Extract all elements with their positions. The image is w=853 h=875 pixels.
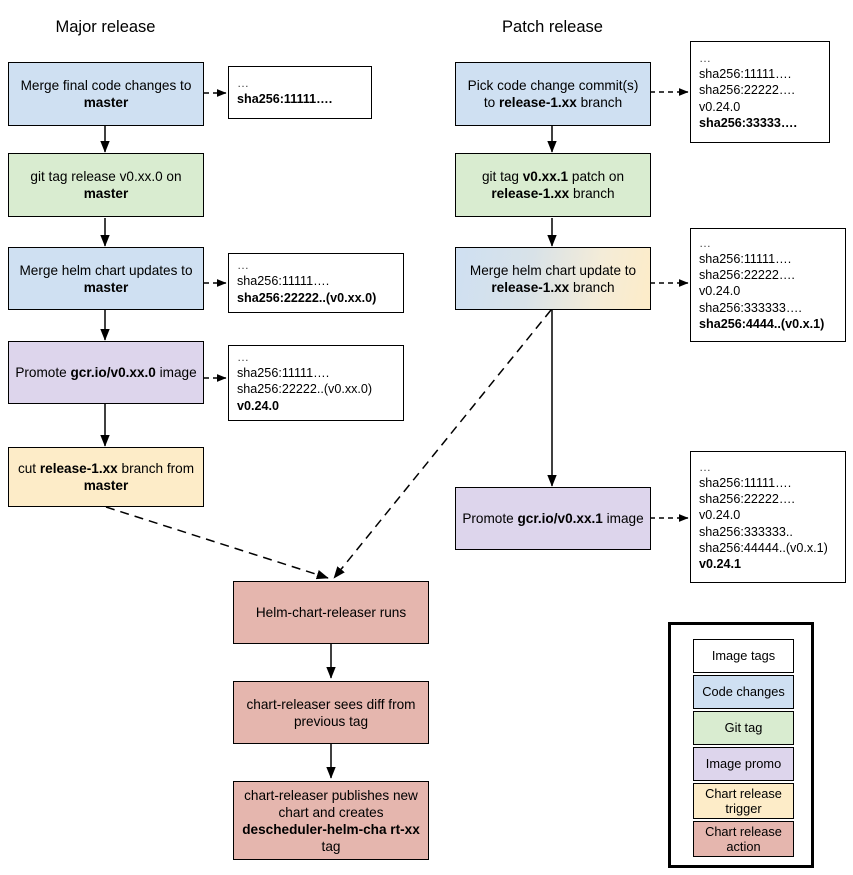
note-line: sha256:22222…. [699,83,795,98]
note-line: sha256:22222..(v0.xx.0) [237,290,377,305]
edge-cut-branch-to-releaser [105,506,329,580]
legend-label: Chart release trigger [705,785,782,817]
legend-item-git-tag: Git tag [693,711,794,745]
legend-label: Image tags [711,648,776,664]
note-line: v0.24.0 [699,284,741,299]
legend-item-chart-release-trigger: Chart release trigger [693,783,794,819]
note-line: sha256:44444..(v0.x.1) [699,540,828,555]
node-label: Merge helm chart updates to master [19,262,193,295]
column-title-patch-release: Patch release [502,18,603,36]
note-line: v0.24.1 [699,556,742,571]
node-promote-image-patch[interactable]: Promote gcr.io/v0.xx.1 image [455,487,651,550]
node-label: git tag v0.xx.1 patch on release-1.xx br… [481,169,625,201]
node-git-tag-patch[interactable]: git tag v0.xx.1 patch on release-1.xx br… [455,153,651,217]
note-line: sha256:333333…. [699,300,802,315]
note-line: v0.24.0 [237,398,280,413]
column-title-major-release: Major release [55,18,156,36]
node-merge-final-code-changes[interactable]: Merge final code changes to master [8,62,204,126]
note-major-image-tags-3: …sha256:11111….sha256:22222..(v0.xx.0)v0… [228,345,404,421]
node-label: git tag release v0.xx.0 on master [30,169,182,201]
node-label: chart-releaser publishes new chart and c… [242,787,420,854]
note-line: … [699,235,713,250]
note-line: sha256:4444..(v0.x.1) [699,316,825,331]
node-promote-image-major[interactable]: Promote gcr.io/v0.xx.0 image [8,341,204,404]
node-chart-releaser-sees-diff[interactable]: chart-releaser sees diff from previous t… [233,681,429,744]
node-label: Promote gcr.io/v0.xx.0 image [15,365,197,380]
node-merge-helm-chart-updates[interactable]: Merge helm chart updates to master [8,247,204,310]
node-label: Helm-chart-releaser runs [255,605,407,620]
note-line: sha256:11111…. [699,67,792,82]
note-line: sha256:11111…. [237,274,330,289]
note-line: sha256:333333.. [699,524,793,539]
legend-panel: Image tags Code changes Git tag Image pr… [668,622,814,868]
note-line: sha256:22222…. [699,492,795,507]
note-line: v0.24.0 [699,508,741,523]
node-label: chart-releaser sees diff from previous t… [246,696,416,729]
legend-label: Code changes [702,684,785,700]
node-pick-code-change-commits[interactable]: Pick code change commit(s) to release-1.… [455,62,651,126]
node-helm-chart-releaser-runs[interactable]: Helm-chart-releaser runs [233,581,429,644]
legend-item-image-promo: Image promo [693,747,794,781]
legend-item-code-changes: Code changes [693,675,794,709]
note-major-image-tags-2: …sha256:11111….sha256:22222..(v0.xx.0) [228,253,404,313]
node-merge-helm-chart-update-release-branch[interactable]: Merge helm chart update to release-1.xx … [455,247,651,310]
note-line: … [699,51,713,66]
node-label: Pick code change commit(s) to release-1.… [467,78,639,110]
note-line: … [699,459,713,474]
note-line: … [237,75,251,90]
node-label: Merge helm chart update to release-1.xx … [469,262,637,295]
node-cut-release-branch[interactable]: cut release-1.xx branch from master [8,447,204,507]
note-line: sha256:33333…. [699,115,798,130]
note-line: sha256:11111…. [237,91,333,106]
node-git-tag-release[interactable]: git tag release v0.xx.0 on master [8,153,204,217]
node-label: cut release-1.xx branch from master [17,461,195,493]
note-line: sha256:22222…. [699,268,795,283]
node-label: Promote gcr.io/v0.xx.1 image [462,511,644,526]
legend-item-chart-release-action: Chart release action [693,821,794,857]
legend-label: Image promo [705,756,782,772]
legend-label: Chart release action [705,823,782,855]
note-line: sha256:22222..(v0.xx.0) [237,382,373,397]
legend-label: Git tag [724,720,763,736]
node-chart-releaser-publishes[interactable]: chart-releaser publishes new chart and c… [233,781,429,860]
note-line: sha256:11111…. [699,251,792,266]
legend-item-image-tags: Image tags [693,639,794,673]
node-label: Merge final code changes to master [20,78,192,110]
note-line: v0.24.0 [699,99,741,114]
note-line: … [237,350,251,365]
note-line: sha256:11111…. [237,366,330,381]
note-major-image-tags-1: …sha256:11111…. [228,66,372,119]
note-line: sha256:11111…. [699,475,792,490]
note-line: … [237,258,251,273]
